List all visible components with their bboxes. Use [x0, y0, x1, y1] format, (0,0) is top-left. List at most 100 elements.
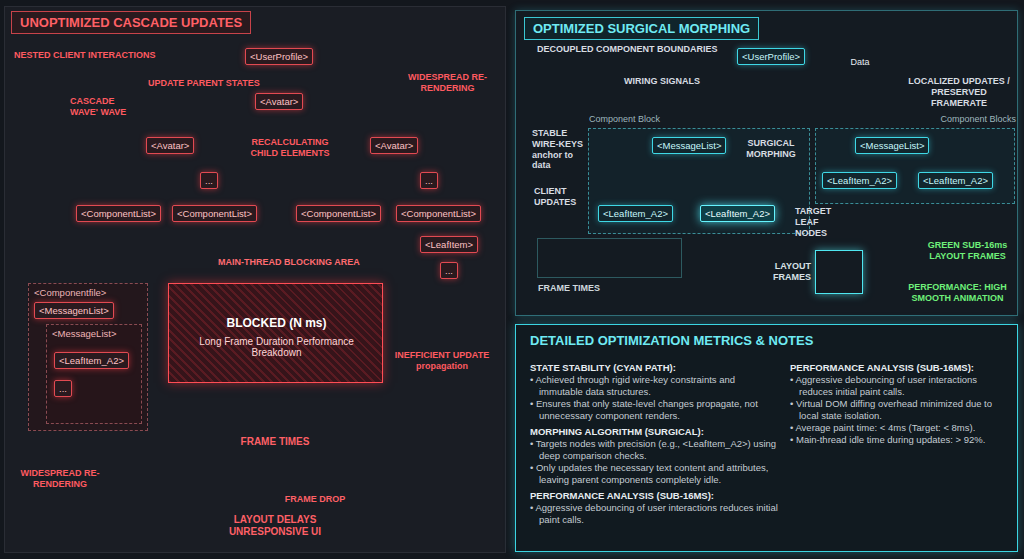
node-text: FRAME TIMES [538, 283, 683, 293]
node-text: <ComponentList> [177, 208, 252, 219]
data-store: Data [840, 40, 880, 76]
node-text: <LeafItem_A2> [827, 175, 892, 186]
node-text: • Aggressive debouncing of user interact… [530, 502, 778, 525]
blocking-area: MAIN-THREAD BLOCKING AREABLOCKED (N ms)L… [168, 283, 383, 383]
annotation-label: GREEN SUB-16ms LAYOUT FRAMES [920, 240, 1015, 262]
component-tag: <Avatar> [255, 93, 303, 110]
component-tag: <ComponentList> [296, 205, 381, 222]
node-text: Component Blocks [911, 114, 1016, 124]
node-text: Data [840, 57, 880, 67]
node-text: <Avatar> [375, 140, 413, 151]
node-text: <MessageList> [52, 328, 136, 339]
node-text: LAYOUT DELAYS UNRESPONSIVE UI [205, 514, 345, 538]
component-tag: <Avatar> [370, 137, 418, 154]
annotation-label: CLIENT UPDATES [534, 186, 592, 208]
node-text: • Achieved through rigid wire-key constr… [530, 374, 778, 397]
node-text: LAYOUT FRAMES [756, 261, 811, 283]
node-text: • Average paint time: < 4ms (Target: < 8… [790, 422, 1010, 433]
component-tag: <UserProfile> [245, 48, 313, 65]
panel: OPTIMIZED SURGICAL MORPHING <UserProfile>… [515, 10, 1018, 316]
annotation-label: STABLE WIRE-KEYS anchor to data [532, 128, 586, 171]
notes-panel: STATE STABILITY (CYAN PATH):• Achieved t… [515, 324, 1018, 552]
node-text: Component Block [589, 114, 729, 124]
component-tag: <ComponentList> [396, 205, 481, 222]
node-text: MORPHING ALGORITHM (SURGICAL): [530, 426, 778, 437]
annotation-label: WIDESPREAD RE-RENDERING [10, 468, 110, 490]
node-text: DETAILED OPTIMIZATION METRICS & NOTES [530, 333, 1010, 348]
component-tag: <ComponentList> [76, 205, 161, 222]
component-tag: ... [440, 262, 458, 279]
component-tag: ... [54, 380, 72, 397]
component-tag: <LeafItem_A2> [700, 205, 775, 222]
component-tag: <MessagenList> [34, 302, 114, 319]
node-text: <Avatar> [260, 96, 298, 107]
node-text: • Virtual DOM diffing overhead minimized… [790, 398, 1010, 421]
annotation-label: DECOUPLED COMPONENT BOUNDARIES [537, 44, 757, 55]
component-tag: <LeafItem_A2> [822, 172, 897, 189]
node-text: • Main-thread idle time during updates: … [790, 434, 1010, 445]
annotation-label: CASCADE WAVE' WAVE [70, 96, 132, 118]
component-block: Component Blocks<MessageList><LeafItem_A… [815, 128, 1015, 204]
node-text: BLOCKED (N ms) [169, 316, 384, 330]
annotation-label: LOCALIZED UPDATES / PRESERVED FRAMERATE [905, 76, 1013, 108]
node-text: MAIN-THREAD BLOCKING AREA [214, 257, 364, 267]
annotation-label: WIDESPREAD RE-RENDERING [400, 72, 495, 94]
annotation-label: NESTED CLIENT INTERACTIONS [14, 50, 184, 61]
node-text: ... [425, 175, 433, 186]
node-text: <MessagenList> [39, 305, 109, 316]
node-text: • Ensures that only state-level changes … [530, 398, 778, 421]
node-text: OPTIMIZED SURGICAL MORPHING [524, 17, 759, 40]
node-text: PERFORMANCE ANALYSIS (SUB-16MS): [530, 490, 778, 501]
component-tag: ... [420, 172, 438, 189]
node-text: UNOPTIMIZED CASCADE UPDATES [11, 11, 251, 34]
component-tag: <Avatar> [146, 137, 194, 154]
node-text: <ComponentList> [301, 208, 376, 219]
component-group: <MessageList> <LeafItem_A2>... [46, 324, 142, 424]
node-text: • Targets nodes with precision (e.g., <L… [530, 438, 778, 461]
node-text: <LeafItem_A2> [705, 208, 770, 219]
node-text: <UserProfile> [250, 51, 308, 62]
notes-column: STATE STABILITY (CYAN PATH):• Achieved t… [530, 357, 778, 525]
node-text: Long Frame Duration Performance Breakdow… [184, 336, 369, 358]
notes-column: PERFORMANCE ANALYSIS (SUB-16MS):• Aggres… [790, 357, 1010, 446]
node-text: FRAME TIMES [160, 436, 390, 447]
node-text: <LeafItem> [425, 239, 473, 250]
node-text: <ComponentList> [81, 208, 156, 219]
component-tag: <LeafItem_A2> [598, 205, 673, 222]
annotation-label: SURGICAL MORPHING [740, 138, 802, 160]
node-text: <LeafItem_A2> [59, 355, 124, 366]
annotation-label: PERFORMANCE: HIGH SMOOTH ANIMATION [900, 282, 1015, 304]
frame-chart: FRAME TIMES [537, 238, 682, 278]
annotation-label: UPDATE PARENT STATES [148, 78, 270, 89]
node-text: STATE STABILITY (CYAN PATH): [530, 362, 778, 373]
component-group: <Componentfile> <MessagenList> <MessageLis… [28, 283, 148, 431]
component-tag: <ComponentList> [172, 205, 257, 222]
node-text: <MessageList> [860, 140, 924, 151]
node-text: FRAME DROP [255, 494, 375, 504]
node-text: PERFORMANCE ANALYSIS (SUB-16MS): [790, 362, 1010, 373]
component-tag: <MessageList> [855, 137, 929, 154]
annotation-label: TARGET LEAF NODES [795, 206, 847, 238]
annotation-label: WIRING SIGNALS [624, 76, 724, 87]
frame-gauge: FRAME TIMESFRAME DROPLAYOUT DELAYS UNRES… [160, 452, 390, 508]
component-tag: ... [200, 172, 218, 189]
component-tag: <LeafItem> [420, 236, 478, 253]
layout-frames: LAYOUT FRAMES [815, 250, 863, 294]
node-text: • Only updates the necessary text conten… [530, 462, 778, 485]
component-tag: <LeafItem_A2> [54, 352, 129, 369]
component-tag: <LeafItem_A2> [918, 172, 993, 189]
node-text: <Componentfile> [34, 287, 142, 298]
node-text: • Aggressive debouncing of user interact… [790, 374, 1010, 397]
annotation-label: RECALCULATING CHILD ELEMENTS [244, 137, 336, 159]
node-text: ... [445, 265, 453, 276]
node-text: ... [205, 175, 213, 186]
node-text: <Avatar> [151, 140, 189, 151]
component-tag: <MessageList> [652, 137, 726, 154]
node-text: <LeafItem_A2> [603, 208, 668, 219]
node-text: <MessageList> [657, 140, 721, 151]
node-text: ... [59, 383, 67, 394]
component-tag: <UserProfile> [737, 48, 805, 65]
annotation-label: INEFFICIENT UPDATE propagation [392, 350, 492, 372]
node-text: <UserProfile> [742, 51, 800, 62]
